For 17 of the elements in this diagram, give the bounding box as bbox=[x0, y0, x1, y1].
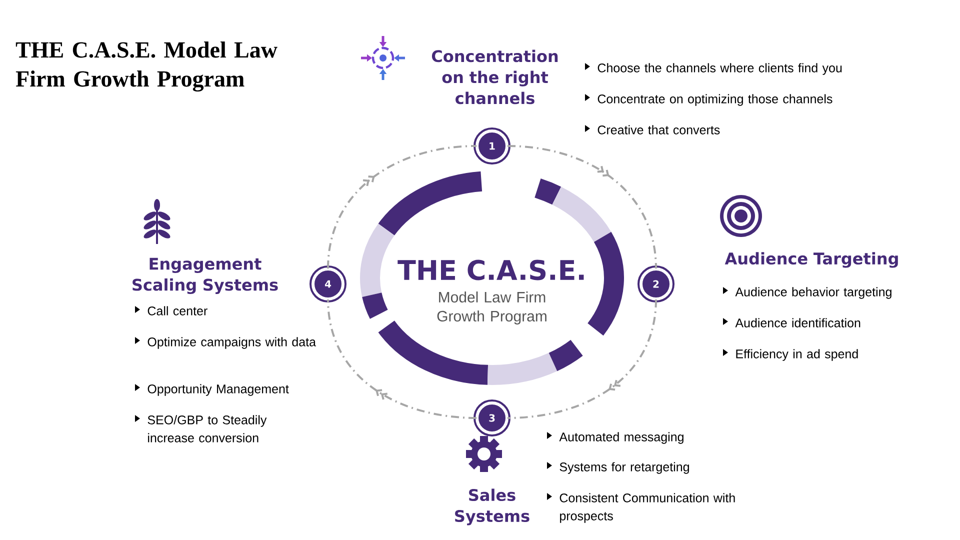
title: THE C.A.S.E. Model Law Firm Growth Program bbox=[16, 42, 278, 92]
bullet-item: SEO/GBP to Steadily increase conversion bbox=[135, 414, 267, 442]
bullet-item: Automated messaging bbox=[547, 432, 684, 444]
bullet-item: Opportunity Management bbox=[135, 384, 289, 396]
center-subtitle: Model Law Firm Growth Program bbox=[437, 292, 546, 324]
bullet-item: Systems for retargeting bbox=[547, 462, 689, 474]
bullet-item: Choose the channels where clients find you bbox=[585, 63, 842, 75]
bullet-item: Consistent Communication with prospects bbox=[547, 492, 735, 523]
bullet-item: Creative that converts bbox=[585, 124, 720, 134]
bullet-item: Audience behavior targeting bbox=[723, 286, 892, 299]
bullet-item: Call center bbox=[135, 306, 208, 316]
section-heading: Sales Systems bbox=[455, 488, 530, 526]
bullet-item: Optimize campaigns with data bbox=[135, 336, 316, 349]
bullet-item: Concentrate on optimizing those channels bbox=[585, 94, 832, 106]
bullet-item: Efficiency in ad spend bbox=[723, 348, 858, 361]
center-title: THE C.A.S.E. bbox=[398, 260, 584, 280]
bullet-item: Audience identification bbox=[723, 318, 860, 328]
